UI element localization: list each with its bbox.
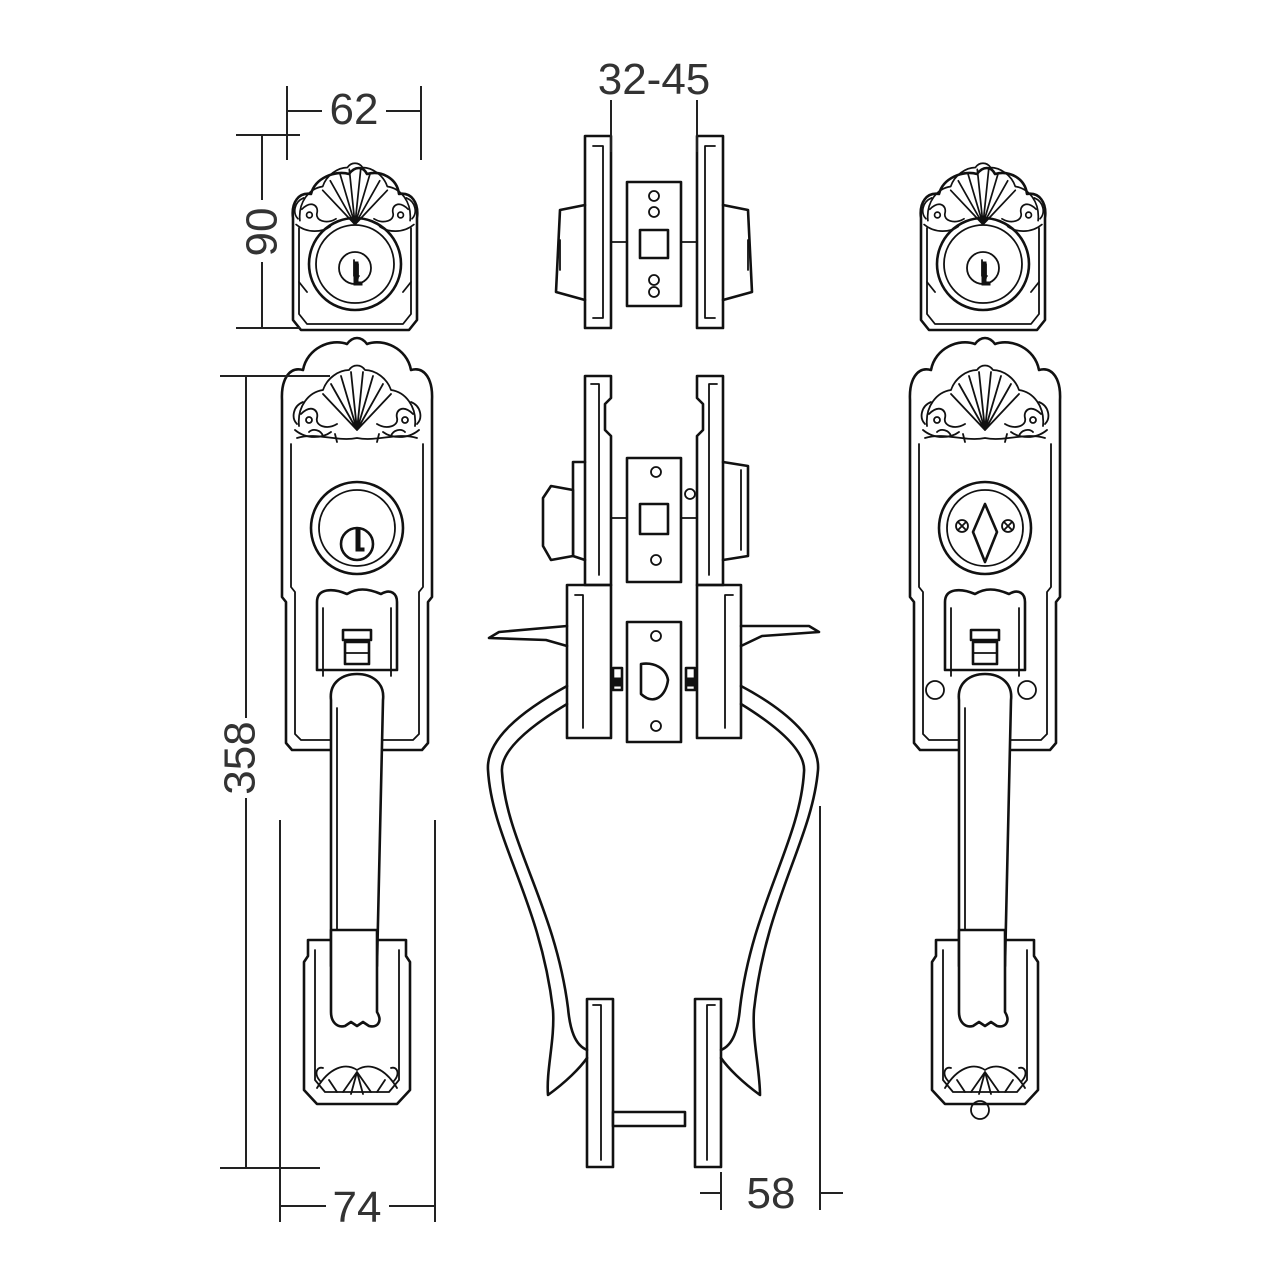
dimension-label-62: 62 (330, 85, 379, 134)
dimension-handleset-height: 358 (216, 375, 330, 1169)
deadbolt-side-view (554, 134, 754, 330)
dimension-handle-projection: 58 (700, 806, 843, 1218)
dimension-label-358: 358 (216, 721, 265, 794)
deadbolt-front-view-right (921, 163, 1046, 330)
handleset-side-view (486, 374, 821, 1169)
handleset-outside-front-view (282, 338, 432, 1104)
dimension-deadbolt-height: 90 (236, 134, 300, 329)
handleset-inside-front-view (910, 338, 1060, 1120)
dimension-deadbolt-width: 62 (286, 85, 422, 160)
dimension-label-32-45: 32-45 (598, 55, 711, 104)
dimension-door-thickness: 32-45 (598, 55, 711, 152)
dimension-handleset-width: 74 (279, 820, 436, 1232)
deadbolt-front-view-left (293, 163, 418, 330)
dimension-label-58: 58 (747, 1169, 796, 1218)
dimension-label-90: 90 (238, 208, 287, 257)
dimension-label-74: 74 (333, 1183, 382, 1232)
